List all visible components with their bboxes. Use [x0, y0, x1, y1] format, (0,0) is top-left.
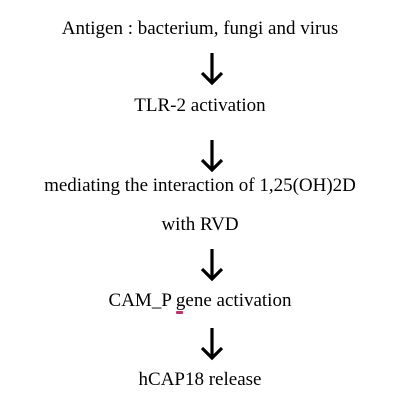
step-camp-gene-activation: CAM_P gene activation: [108, 290, 292, 311]
step-antigen: Antigen : bacterium, fungi and virus: [61, 18, 339, 39]
spellcheck-underline: [176, 311, 183, 314]
down-arrow-icon: [200, 327, 224, 361]
step-mediating-interaction: mediating the interaction of 1,25(OH)2D: [44, 175, 356, 196]
step-hcap18-release: hCAP18 release: [138, 369, 262, 390]
down-arrow-icon: [200, 139, 224, 173]
step-tlr2-activation: TLR-2 activation: [134, 95, 266, 116]
down-arrow-icon: [200, 52, 224, 86]
step-with-rvd: with RVD: [161, 214, 239, 235]
down-arrow-icon: [200, 248, 224, 282]
